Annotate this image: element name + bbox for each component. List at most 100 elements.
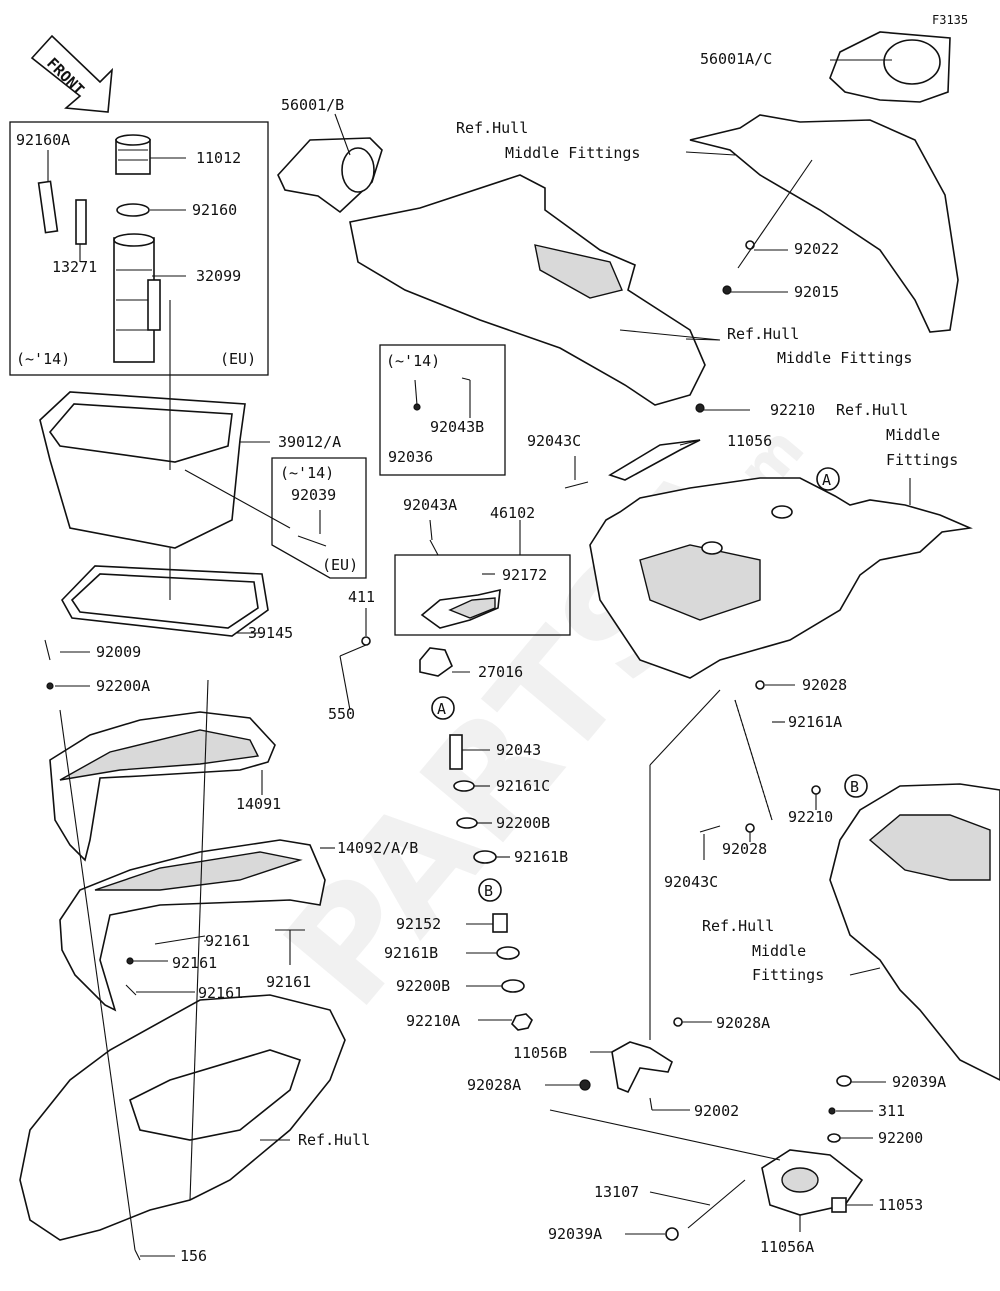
nut-311 bbox=[828, 1107, 836, 1115]
cap-assembly-box bbox=[9, 121, 269, 376]
bolt-92043b bbox=[461, 377, 471, 381]
label-92039a-b: 92039A bbox=[548, 1225, 602, 1243]
box-46102 bbox=[394, 554, 571, 636]
label-56001b: 56001/B bbox=[281, 96, 344, 114]
label-refhull-1b: Middle Fittings bbox=[505, 144, 640, 162]
label-92200b-a: 92200B bbox=[496, 814, 550, 832]
label-92200: 92200 bbox=[878, 1129, 923, 1147]
label-92152: 92152 bbox=[396, 915, 441, 933]
label-92039a-a: 92039A bbox=[892, 1073, 946, 1091]
label-refhull-2b: Middle Fittings bbox=[777, 349, 912, 367]
label-refhull-4b: Middle bbox=[752, 942, 806, 960]
panel-14091 bbox=[49, 711, 276, 862]
washer-92200 bbox=[827, 1133, 841, 1143]
label-refhull: Ref.Hull bbox=[298, 1131, 370, 1149]
label-92028-a: 92028 bbox=[802, 676, 847, 694]
pin-13107 bbox=[687, 1179, 746, 1229]
label-32099: 32099 bbox=[196, 267, 241, 285]
label-92161-a: 92161 bbox=[205, 932, 250, 950]
bolt-92002 bbox=[649, 1097, 653, 1111]
label-11056b: 11056B bbox=[513, 1044, 567, 1062]
middle-fittings-panel bbox=[349, 174, 706, 406]
svg-text:A: A bbox=[822, 471, 831, 489]
label-13271: 13271 bbox=[52, 258, 97, 276]
label-92161b-a: 92161B bbox=[514, 848, 568, 866]
box-92039 bbox=[271, 457, 367, 579]
label-92036: 92036 bbox=[388, 448, 433, 466]
label-11012: 11012 bbox=[196, 149, 241, 167]
nut-92028a-a bbox=[673, 1017, 683, 1027]
label-92200b-b: 92200B bbox=[396, 977, 450, 995]
label-411: 411 bbox=[348, 588, 375, 606]
label-refhull-3b: Middle bbox=[886, 426, 940, 444]
bush-92161b-a bbox=[473, 850, 497, 864]
front-arrow-icon: FRONT bbox=[30, 34, 114, 113]
bracket-11056b bbox=[611, 1041, 673, 1094]
svg-text:A: A bbox=[437, 700, 446, 718]
label-refhull-3c: Fittings bbox=[886, 451, 958, 469]
box-92039-note-top: (~'14) bbox=[280, 464, 334, 482]
label-92210-b: 92210 bbox=[788, 808, 833, 826]
label-156: 156 bbox=[180, 1247, 207, 1265]
washer-92200b-b bbox=[501, 979, 525, 993]
box-92043b bbox=[379, 344, 506, 476]
bush-92161c bbox=[453, 780, 475, 792]
nut-92028a-b bbox=[579, 1079, 591, 1091]
label-92028a-a: 92028A bbox=[716, 1014, 770, 1032]
label-refhull-1a: Ref.Hull bbox=[456, 119, 528, 137]
label-92161-d: 92161 bbox=[198, 984, 243, 1002]
label-refhull-3a: Ref.Hull bbox=[836, 401, 908, 419]
bolt-92043a bbox=[429, 539, 439, 556]
bracket-11056 bbox=[608, 439, 701, 481]
strip-92161-b bbox=[126, 957, 134, 965]
label-56001ac: 56001A/C bbox=[700, 50, 772, 68]
label-refhull-2a: Ref.Hull bbox=[727, 325, 799, 343]
label-11056a: 11056A bbox=[760, 1238, 814, 1256]
label-550: 550 bbox=[328, 705, 355, 723]
label-92039: 92039 bbox=[291, 486, 336, 504]
screw-92009 bbox=[44, 639, 51, 661]
lever-46102 bbox=[420, 588, 501, 629]
label-92210a: 92210A bbox=[406, 1012, 460, 1030]
label-92210-a: 92210 bbox=[770, 401, 815, 419]
label-92161c: 92161C bbox=[496, 777, 550, 795]
label-92161-b: 92161 bbox=[172, 954, 217, 972]
nut-92210-a bbox=[695, 403, 705, 413]
label-92022: 92022 bbox=[794, 240, 839, 258]
label-11056: 11056 bbox=[727, 432, 772, 450]
screw-156 bbox=[134, 1249, 141, 1261]
label-92160a: 92160A bbox=[16, 131, 70, 149]
bracket-27016 bbox=[419, 647, 453, 677]
callout-a-2: A bbox=[431, 696, 455, 720]
box-92043b-note: (~'14) bbox=[386, 352, 440, 370]
label-92043b: 92043B bbox=[430, 418, 484, 436]
label-92028-b: 92028 bbox=[722, 840, 767, 858]
label-92028a-b: 92028A bbox=[467, 1076, 521, 1094]
washer-92022 bbox=[745, 240, 755, 250]
label-11053: 11053 bbox=[878, 1196, 923, 1214]
clip-11053 bbox=[831, 1197, 847, 1213]
label-92172: 92172 bbox=[502, 566, 547, 584]
washer-92200b-a bbox=[456, 817, 478, 829]
label-92043c-b: 92043C bbox=[664, 873, 718, 891]
cap-11012 bbox=[115, 134, 151, 175]
callout-b-2: B bbox=[844, 774, 868, 798]
cap-box-note-right: (EU) bbox=[220, 350, 256, 368]
leader-lines bbox=[47, 59, 911, 1257]
label-13107: 13107 bbox=[594, 1183, 639, 1201]
label-92161b-b: 92161B bbox=[384, 944, 438, 962]
label-39012a: 39012/A bbox=[278, 433, 341, 451]
shaft-92043 bbox=[449, 734, 463, 770]
figure-id: F3135 bbox=[932, 13, 968, 27]
label-refhull-4c: Fittings bbox=[752, 966, 824, 984]
nut-92210a bbox=[511, 1013, 533, 1031]
bolt-92043c-b bbox=[699, 825, 721, 833]
gasket-92160 bbox=[116, 203, 150, 217]
label-92043: 92043 bbox=[496, 741, 541, 759]
label-27016: 27016 bbox=[478, 663, 523, 681]
bolt-92039 bbox=[297, 535, 327, 547]
washer-411 bbox=[361, 636, 371, 646]
spring-92161a bbox=[734, 699, 773, 821]
